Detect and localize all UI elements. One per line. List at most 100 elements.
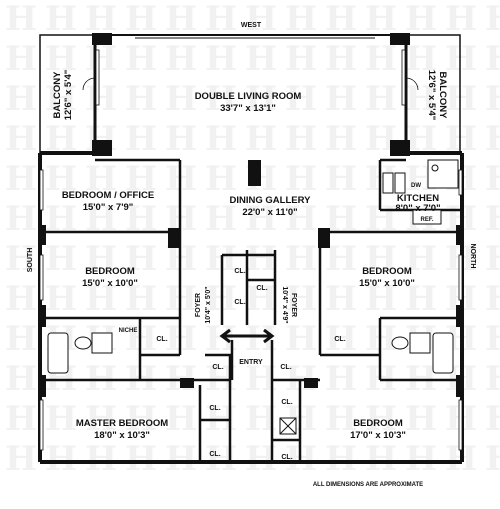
watermark-h-icon: H [325, 399, 357, 439]
watermark-h-icon: H [125, 399, 157, 439]
watermark-h-icon: H [5, 239, 37, 279]
foyer-right-dims: 10'4" x 4'9" [281, 286, 288, 323]
watermark-h-icon: H [245, 119, 277, 159]
closet-label: CL. [234, 268, 245, 275]
bedroom-office-name: BEDROOM / OFFICE [62, 190, 154, 201]
watermark-h-icon: H [85, 239, 117, 279]
closet-label: CL. [212, 364, 223, 371]
watermark-h-icon: H [485, 199, 500, 239]
closet-label: CL. [281, 454, 292, 461]
bedroom-left-dims: 15'0" x 10'0" [82, 278, 138, 289]
watermark-h-icon: H [125, 239, 157, 279]
labels: WEST SOUTH NORTH DOUBLE LIVING ROOM 33'7… [27, 22, 476, 488]
watermark-h-icon: H [405, 79, 437, 119]
watermark-h-icon: H [205, 119, 237, 159]
closet-label: CL. [209, 451, 220, 458]
bedroom-right-dims: 15'0" x 10'0" [359, 278, 415, 289]
living-room-dims: 33'7" x 13'1" [220, 103, 276, 114]
door-swings [82, 77, 419, 91]
compass-west: WEST [241, 22, 262, 29]
watermark-h-icon: H [285, 239, 317, 279]
watermark-h-icon: H [485, 439, 500, 479]
watermark-h-icon: H [245, 79, 277, 119]
dining-gallery-name: DINING GALLERY [230, 195, 312, 206]
watermark-h-icon: H [325, 119, 357, 159]
watermark-h-icon: H [405, 0, 437, 39]
bedroom-right-name: BEDROOM [362, 266, 412, 277]
watermark-h-icon: H [445, 79, 477, 119]
niche-label: NICHE [119, 328, 138, 334]
watermark-h-icon: H [245, 199, 277, 239]
foyer-right-name: FOYER [290, 293, 297, 317]
watermark-h-icon: H [325, 79, 357, 119]
watermark-h-icon: H [5, 319, 37, 359]
watermark-h-icon: H [365, 79, 397, 119]
closet-label: CL. [234, 299, 245, 306]
watermark-h-icon: H [285, 279, 317, 319]
watermark-h-icon: H [365, 279, 397, 319]
balcony-left-name: BALCONY [52, 71, 63, 119]
watermark-h-icon: H [405, 399, 437, 439]
watermark-h-icon: H [85, 79, 117, 119]
watermark-h-icon: H [165, 79, 197, 119]
watermark-h-icon: H [245, 279, 277, 319]
watermark-h-icon: H [245, 39, 277, 79]
watermark-h-icon: H [365, 439, 397, 479]
dining-gallery-dims: 22'0" x 11'0" [242, 207, 297, 218]
bedroom-se-dims: 17'0" x 10'3" [350, 430, 406, 441]
watermark-h-icon: H [325, 319, 357, 359]
watermark-h-icon: H [325, 159, 357, 199]
kitchen-name: KITCHEN [397, 193, 439, 204]
watermark-h-icon: H [365, 39, 397, 79]
interior-walls [40, 158, 462, 462]
refrigerator-label: REF. [420, 217, 433, 223]
watermark-h-icon: H [485, 119, 500, 159]
watermark-h-icon: H [85, 279, 117, 319]
watermark-h-icon: H [165, 439, 197, 479]
watermark-h-icon: H [445, 39, 477, 79]
watermark-h-icon: H [205, 0, 237, 39]
watermark-h-icon: H [485, 79, 500, 119]
bedroom-left-name: BEDROOM [85, 266, 135, 277]
watermark-h-icon: H [5, 39, 37, 79]
watermark-h-icon: H [5, 359, 37, 399]
watermark-h-icon: H [485, 359, 500, 399]
watermark-h-icon: H [5, 399, 37, 439]
watermark-h-icon: H [285, 119, 317, 159]
bedroom-office-dims: 15'0" x 7'9" [83, 202, 134, 213]
closet-label: CL. [156, 336, 167, 343]
watermark-h-icon: H [325, 0, 357, 39]
watermark-h-icon: H [85, 39, 117, 79]
watermark-h-icon: H [125, 79, 157, 119]
kitchen-dims: 8'0" x 7'0" [395, 203, 440, 214]
master-bedroom-dims: 18'0" x 10'3" [94, 430, 150, 441]
watermark-h-icon: H [285, 39, 317, 79]
watermark-h-icon: H [45, 239, 77, 279]
watermark-h-icon: H [5, 0, 37, 39]
watermark-h-icon: H [165, 0, 197, 39]
watermark-h-icon: H [405, 279, 437, 319]
watermark-h-icon: H [125, 159, 157, 199]
foyer-left-name: FOYER [195, 293, 202, 317]
watermark-h-icon: H [85, 159, 117, 199]
watermark-h-icon: H [205, 439, 237, 479]
closet-label: CL. [256, 285, 267, 292]
watermark-h-icon: H [485, 159, 500, 199]
watermark-h-icon: H [5, 79, 37, 119]
watermark-h-icon: H [165, 119, 197, 159]
watermark-h-icon: H [405, 439, 437, 479]
watermark-h-icon: H [485, 239, 500, 279]
watermark-h-icon: H [445, 0, 477, 39]
closet-label: CL. [209, 405, 220, 412]
watermark-h-icon: H [325, 39, 357, 79]
entry-arrow-icon [219, 328, 275, 344]
watermark-h-icon: H [5, 159, 37, 199]
watermark-h-icon: H [125, 119, 157, 159]
watermark-h-icon: H [285, 159, 317, 199]
watermark-h-icon: H [85, 399, 117, 439]
watermark-h-icon: H [165, 39, 197, 79]
living-room-name: DOUBLE LIVING ROOM [195, 91, 302, 102]
watermark-h-icon: H [45, 159, 77, 199]
